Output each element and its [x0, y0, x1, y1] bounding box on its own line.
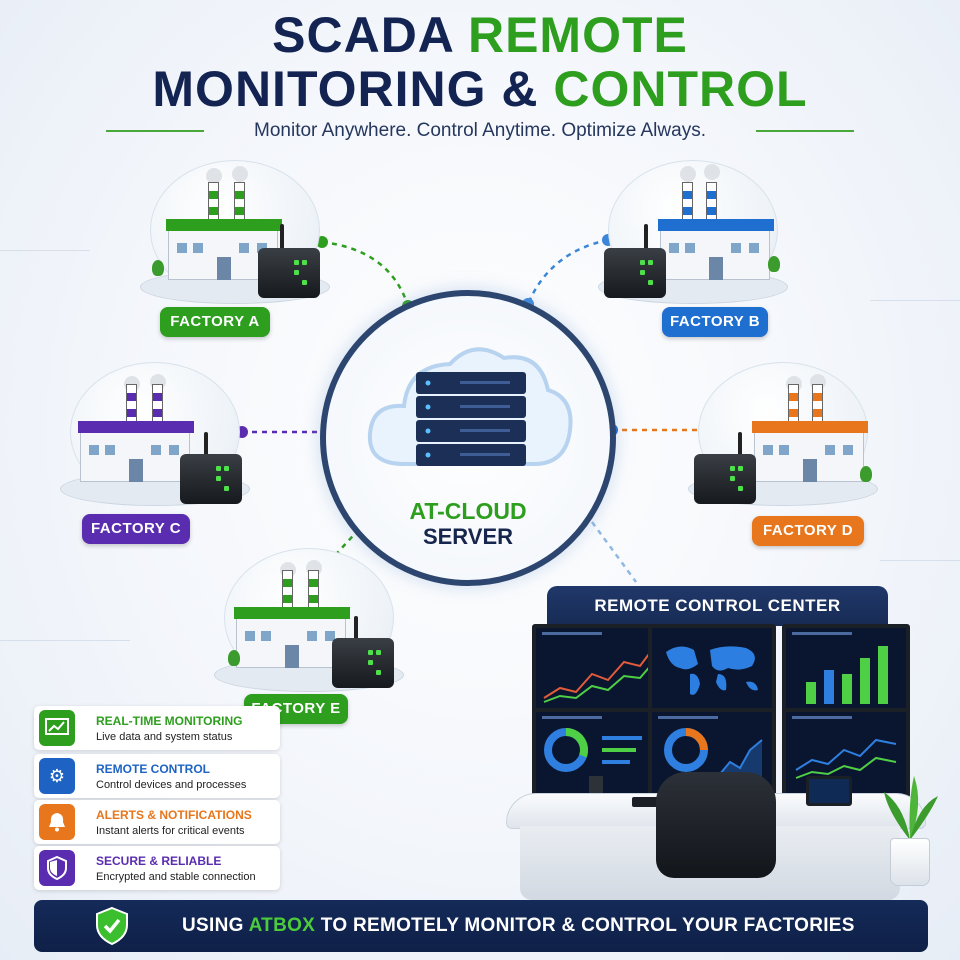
factory-c-scene: [60, 362, 270, 532]
smoke: [704, 164, 720, 180]
monitor-line-chart: [532, 624, 660, 714]
title-word-scada: SCADA: [272, 7, 454, 63]
tree-icon: [768, 256, 780, 272]
feature-card-monitoring: REAL-TIME MONITORING Live data and syste…: [34, 706, 280, 750]
antenna-icon: [280, 224, 284, 250]
factory-building: [78, 421, 194, 482]
atbox-gateway-icon: [258, 248, 320, 298]
office-chair: [656, 772, 776, 878]
atbox-gateway-icon: [604, 248, 666, 298]
connector-control-center: [590, 521, 638, 583]
hub-title: AT-CLOUD: [409, 498, 527, 524]
page-title: SCADA REMOTE MONITORING & CONTROL: [0, 8, 960, 116]
feature-desc: Encrypted and stable connection: [96, 871, 256, 883]
tree-icon: [152, 260, 164, 276]
circuit-line: [0, 250, 90, 251]
monitor-world-map: [648, 624, 776, 714]
connector-factory-a: [321, 240, 410, 307]
factory-building: [234, 607, 350, 668]
feature-desc: Live data and system status: [96, 731, 233, 743]
factory-b-label-text: FACTORY B: [669, 313, 761, 330]
subtitle-rule-right: [756, 130, 854, 132]
feature-card-alerts: ALERTS & NOTIFICATIONS Instant alerts fo…: [34, 800, 280, 844]
factory-c-label: FACTORY C: [82, 514, 190, 544]
feature-card-secure: SECURE & RELIABLE Encrypted and stable c…: [34, 846, 280, 890]
factory-b-label: FACTORY B: [662, 307, 768, 337]
smoke: [232, 166, 248, 182]
factory-d-scene: [688, 362, 898, 532]
plant-icon: [884, 776, 938, 840]
tree-icon: [860, 466, 872, 482]
monitor-area-chart: [782, 708, 910, 798]
cloud-server-icon: [367, 347, 573, 466]
check-shield-icon: [96, 906, 128, 946]
footer-banner: USING ATBOX TO REMOTELY MONITOR & CONTRO…: [34, 900, 928, 952]
connector-factory-b: [526, 238, 609, 305]
factory-c-label-text: FACTORY C: [90, 520, 182, 537]
atbox-gateway-icon: [180, 454, 242, 504]
control-center-title: REMOTE CONTROL CENTER: [547, 586, 888, 626]
circuit-line: [0, 640, 130, 641]
factory-d-label-text: FACTORY D: [762, 522, 854, 539]
atbox-gateway-icon: [332, 638, 394, 688]
atbox-gateway-icon: [694, 454, 756, 504]
shield-icon: [39, 850, 75, 886]
factory-building: [752, 421, 868, 482]
plant-pot: [890, 838, 930, 886]
title-word-remote: REMOTE: [467, 7, 688, 63]
factory-b-scene: [598, 160, 808, 330]
circuit-line: [880, 560, 960, 561]
factory-a-scene: [140, 160, 350, 330]
feature-desc: Control devices and processes: [96, 779, 247, 791]
feature-title: ALERTS & NOTIFICATIONS: [96, 808, 252, 822]
feature-desc: Instant alerts for critical events: [96, 825, 245, 837]
factory-d-label: FACTORY D: [752, 516, 864, 546]
circuit-line: [870, 300, 960, 301]
gear-icon: ⚙: [39, 758, 75, 794]
feature-title: REAL-TIME MONITORING: [96, 714, 243, 728]
smoke: [206, 168, 222, 184]
tree-icon: [228, 650, 240, 666]
subtitle-rule-left: [106, 130, 204, 132]
subtitle: Monitor Anywhere. Control Anytime. Optim…: [254, 120, 706, 141]
footer-text-using: USING: [182, 915, 244, 936]
feature-title: REMOTE CONTROL: [96, 762, 210, 776]
footer-text-rest: TO REMOTELY MONITOR & CONTROL YOUR FACTO…: [320, 915, 855, 936]
bell-icon: [39, 804, 75, 840]
title-word-monitoring: MONITORING &: [152, 61, 539, 117]
footer-text: USING ATBOX TO REMOTELY MONITOR & CONTRO…: [182, 900, 855, 952]
title-word-control: CONTROL: [553, 61, 808, 117]
antenna-icon: [738, 432, 742, 458]
footer-text-atbox: ATBOX: [248, 915, 316, 936]
antenna-icon: [644, 224, 648, 250]
antenna-icon: [204, 432, 208, 458]
factory-building: [658, 219, 774, 280]
feature-card-remote-control: ⚙ REMOTE CONTROL Control devices and pro…: [34, 754, 280, 798]
factory-e-scene: [214, 548, 424, 718]
monitor-bar-chart: [782, 624, 910, 714]
chart-monitor-icon: [39, 710, 75, 746]
monitor-stand: [589, 776, 603, 798]
antenna-icon: [354, 616, 358, 642]
tablet-device: [806, 776, 852, 806]
feature-title: SECURE & RELIABLE: [96, 854, 222, 868]
smoke: [680, 166, 696, 182]
factory-a-label: FACTORY A: [160, 307, 270, 337]
hub-subtitle: SERVER: [422, 524, 514, 549]
factory-a-label-text: FACTORY A: [170, 313, 260, 330]
